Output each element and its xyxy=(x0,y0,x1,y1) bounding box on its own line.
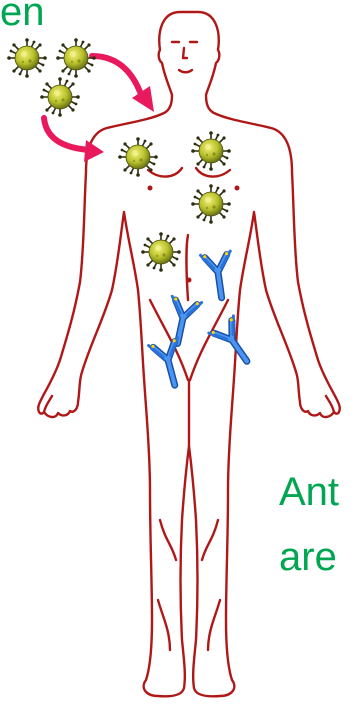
human-body-outline xyxy=(38,12,339,696)
label-antigen-fragment: en xyxy=(0,0,45,32)
label-antibodies-line2: are xyxy=(279,537,337,577)
virus-particle-icon xyxy=(7,38,47,78)
virus-particle-icon xyxy=(141,232,181,272)
virus-particle-icon xyxy=(40,77,80,117)
virus-particle-icon xyxy=(56,38,96,78)
label-antibodies-line1: Ant xyxy=(279,472,339,512)
virus-particle-icon xyxy=(191,184,231,224)
antibody-icon xyxy=(163,296,202,346)
antibody-icon xyxy=(201,251,237,300)
virus-particle-icon xyxy=(191,131,231,171)
antibody-icon xyxy=(149,338,190,389)
virus-particle-icon xyxy=(118,137,158,177)
